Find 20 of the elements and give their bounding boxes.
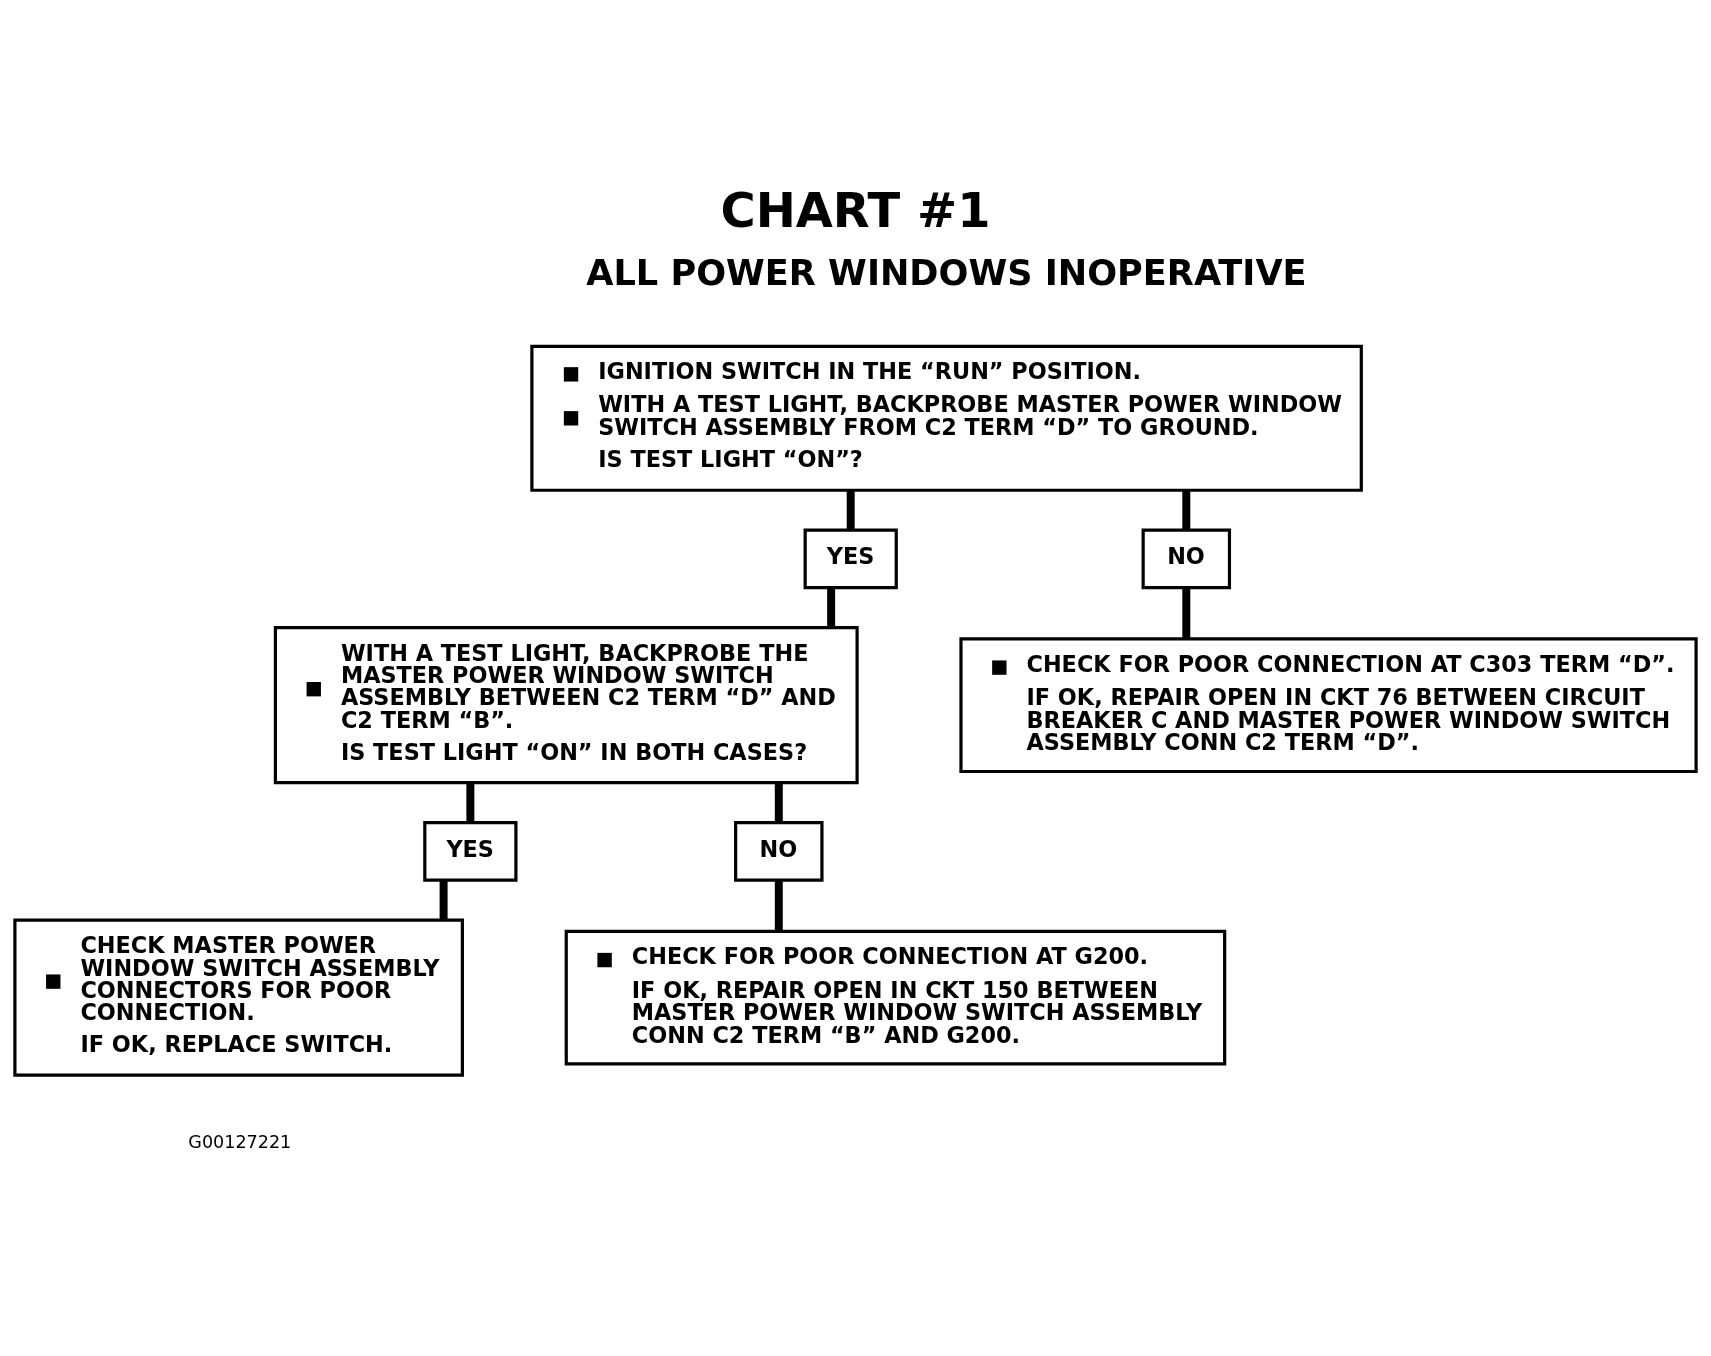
node-box: NO	[1141, 528, 1232, 590]
node-box: IGNITION SWITCH IN THE “RUN” POSITION. WITH A TEST LIGHT, BACKPROBE MASTER POWER WINDOW SWITCH ASSEMBLY FROM C2 TERM “D” TO GROUND. IS TEST LIGHT “ON”?	[530, 344, 1363, 492]
label: G00127221	[188, 1132, 292, 1153]
label: ALL POWER WINDOWS INOPERATIVE	[586, 252, 1307, 294]
connector	[827, 587, 836, 628]
node-box: CHECK FOR POOR CONNECTION AT G200. IF OK, REPAIR OPEN IN CKT 150 BETWEEN MASTER POWER WINDOW SWITCH ASSEMBLY CONN C2 TERM “B” AND G200.	[564, 929, 1227, 1066]
connector	[466, 783, 475, 822]
node-box: YES	[803, 528, 898, 590]
connector	[439, 880, 448, 920]
connector	[1182, 587, 1191, 639]
connector	[774, 783, 783, 822]
node-box: YES	[423, 821, 518, 882]
diagram-title: CHART #1	[720, 182, 991, 238]
connector	[846, 490, 855, 530]
node-box: CHECK FOR POOR CONNECTION AT C303 TERM “D”. IF OK, REPAIR OPEN IN CKT 76 BETWEEN CIRCUIT BREAKER C AND MASTER POWER WINDOW SWITCH ASSEMBLY CONN C2 TERM “D”.	[959, 637, 1698, 774]
connector	[774, 880, 783, 932]
node-box: CHECK MASTER POWER WINDOW SWITCH ASSEMBLY CONNECTORS FOR POOR CONNECTION. IF OK, REPLACE SWITCH.	[13, 918, 464, 1077]
node-box: NO	[734, 821, 824, 882]
connector	[1182, 490, 1191, 530]
node-box: WITH A TEST LIGHT, BACKPROBE THE MASTER POWER WINDOW SWITCH ASSEMBLY BETWEEN C2 TERM “D” AND C2 TERM “B”. IS TEST LIGHT “ON” IN BOTH CASES?	[273, 626, 859, 785]
